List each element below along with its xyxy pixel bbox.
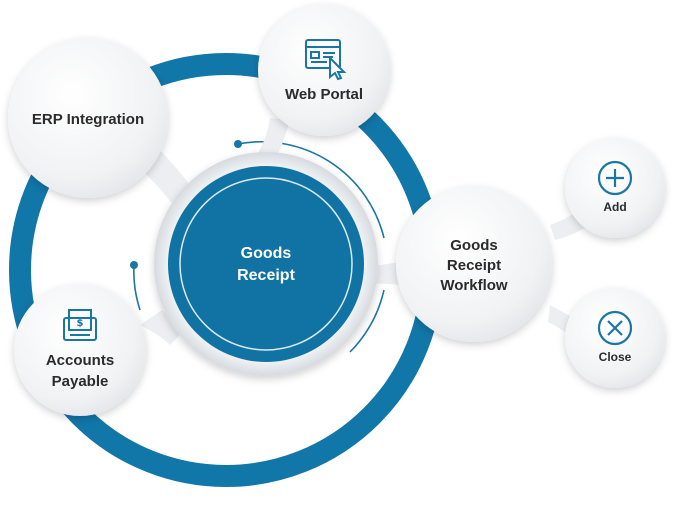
erp-integration-label: ERP Integration — [32, 111, 144, 128]
workflow-label-line1: Goods — [450, 237, 498, 254]
invoice-icon: $ — [63, 309, 97, 341]
inner-arc-left — [133, 264, 141, 311]
accounts-payable-node[interactable]: $ Accounts Payable — [14, 284, 146, 416]
center-label-line1: Goods — [241, 245, 292, 262]
plus-circle-icon — [597, 160, 633, 196]
web-portal-icon — [305, 39, 347, 81]
add-button[interactable]: Add — [565, 138, 665, 238]
close-button[interactable]: Close — [565, 288, 665, 388]
add-label: Add — [603, 200, 626, 214]
center-node[interactable]: Goods Receipt — [154, 152, 378, 376]
web-portal-node[interactable]: Web Portal — [258, 4, 390, 136]
web-portal-label: Web Portal — [285, 86, 363, 103]
workflow-label-line3: Workflow — [440, 277, 508, 294]
arc-dot-top — [234, 140, 242, 148]
accounts-payable-label-line2: Payable — [52, 373, 109, 390]
workflow-label-line2: Receipt — [447, 257, 501, 274]
arc-dot-left — [130, 261, 138, 269]
close-label: Close — [599, 350, 632, 364]
inner-arc-right — [349, 289, 385, 353]
goods-receipt-workflow-node[interactable]: Goods Receipt Workflow — [396, 186, 552, 342]
center-label-line2: Receipt — [237, 267, 295, 284]
erp-integration-node[interactable]: ERP Integration — [8, 38, 168, 198]
x-circle-icon — [597, 310, 633, 346]
accounts-payable-label-line1: Accounts — [46, 352, 114, 369]
svg-text:$: $ — [77, 318, 84, 329]
